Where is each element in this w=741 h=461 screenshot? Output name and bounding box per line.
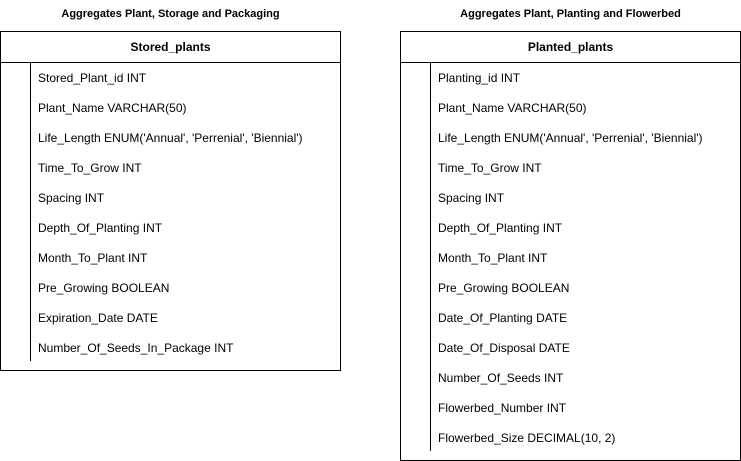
field-row[interactable]: Pre_Growing BOOLEAN bbox=[438, 281, 570, 295]
field-row[interactable]: Time_To_Grow INT bbox=[438, 161, 542, 175]
field-row[interactable]: Time_To_Grow INT bbox=[38, 161, 142, 175]
field-row[interactable]: Life_Length ENUM('Annual', 'Perrenial', … bbox=[38, 131, 303, 145]
field-row[interactable]: Pre_Growing BOOLEAN bbox=[38, 281, 170, 295]
field-row[interactable]: Depth_Of_Planting INT bbox=[38, 221, 163, 235]
field-row[interactable]: Month_To_Plant INT bbox=[38, 251, 148, 265]
entity-title: Stored_plants bbox=[1, 32, 340, 63]
entity-stored-plants[interactable]: Stored_plants Stored_Plant_id INT Plant_… bbox=[0, 31, 341, 371]
field-row[interactable]: Plant_Name VARCHAR(50) bbox=[438, 101, 587, 115]
field-row[interactable]: Stored_Plant_id INT bbox=[38, 71, 147, 85]
field-row[interactable]: Date_Of_Disposal DATE bbox=[438, 341, 570, 355]
field-row[interactable]: Flowerbed_Number INT bbox=[438, 401, 567, 415]
key-column-divider bbox=[430, 63, 431, 451]
caption-stored-plants: Aggregates Plant, Storage and Packaging bbox=[61, 8, 280, 20]
key-column-divider bbox=[30, 63, 31, 361]
field-row[interactable]: Expiration_Date DATE bbox=[38, 311, 158, 325]
field-row[interactable]: Number_Of_Seeds_In_Package INT bbox=[38, 341, 234, 355]
caption-planted-plants: Aggregates Plant, Planting and Flowerbed bbox=[460, 8, 681, 20]
field-row[interactable]: Spacing INT bbox=[438, 191, 505, 205]
entity-planted-plants[interactable]: Planted_plants Planting_id INT Plant_Nam… bbox=[400, 31, 741, 461]
field-row[interactable]: Spacing INT bbox=[38, 191, 105, 205]
field-row[interactable]: Number_Of_Seeds INT bbox=[438, 371, 564, 385]
field-row[interactable]: Depth_Of_Planting INT bbox=[438, 221, 563, 235]
field-row[interactable]: Month_To_Plant INT bbox=[438, 251, 548, 265]
field-row[interactable]: Date_Of_Planting DATE bbox=[438, 311, 568, 325]
field-row[interactable]: Life_Length ENUM('Annual', 'Perrenial', … bbox=[438, 131, 703, 145]
entity-title: Planted_plants bbox=[401, 32, 740, 63]
field-row[interactable]: Flowerbed_Size DECIMAL(10, 2) bbox=[438, 431, 616, 445]
field-row[interactable]: Planting_id INT bbox=[438, 71, 521, 85]
field-row[interactable]: Plant_Name VARCHAR(50) bbox=[38, 101, 187, 115]
